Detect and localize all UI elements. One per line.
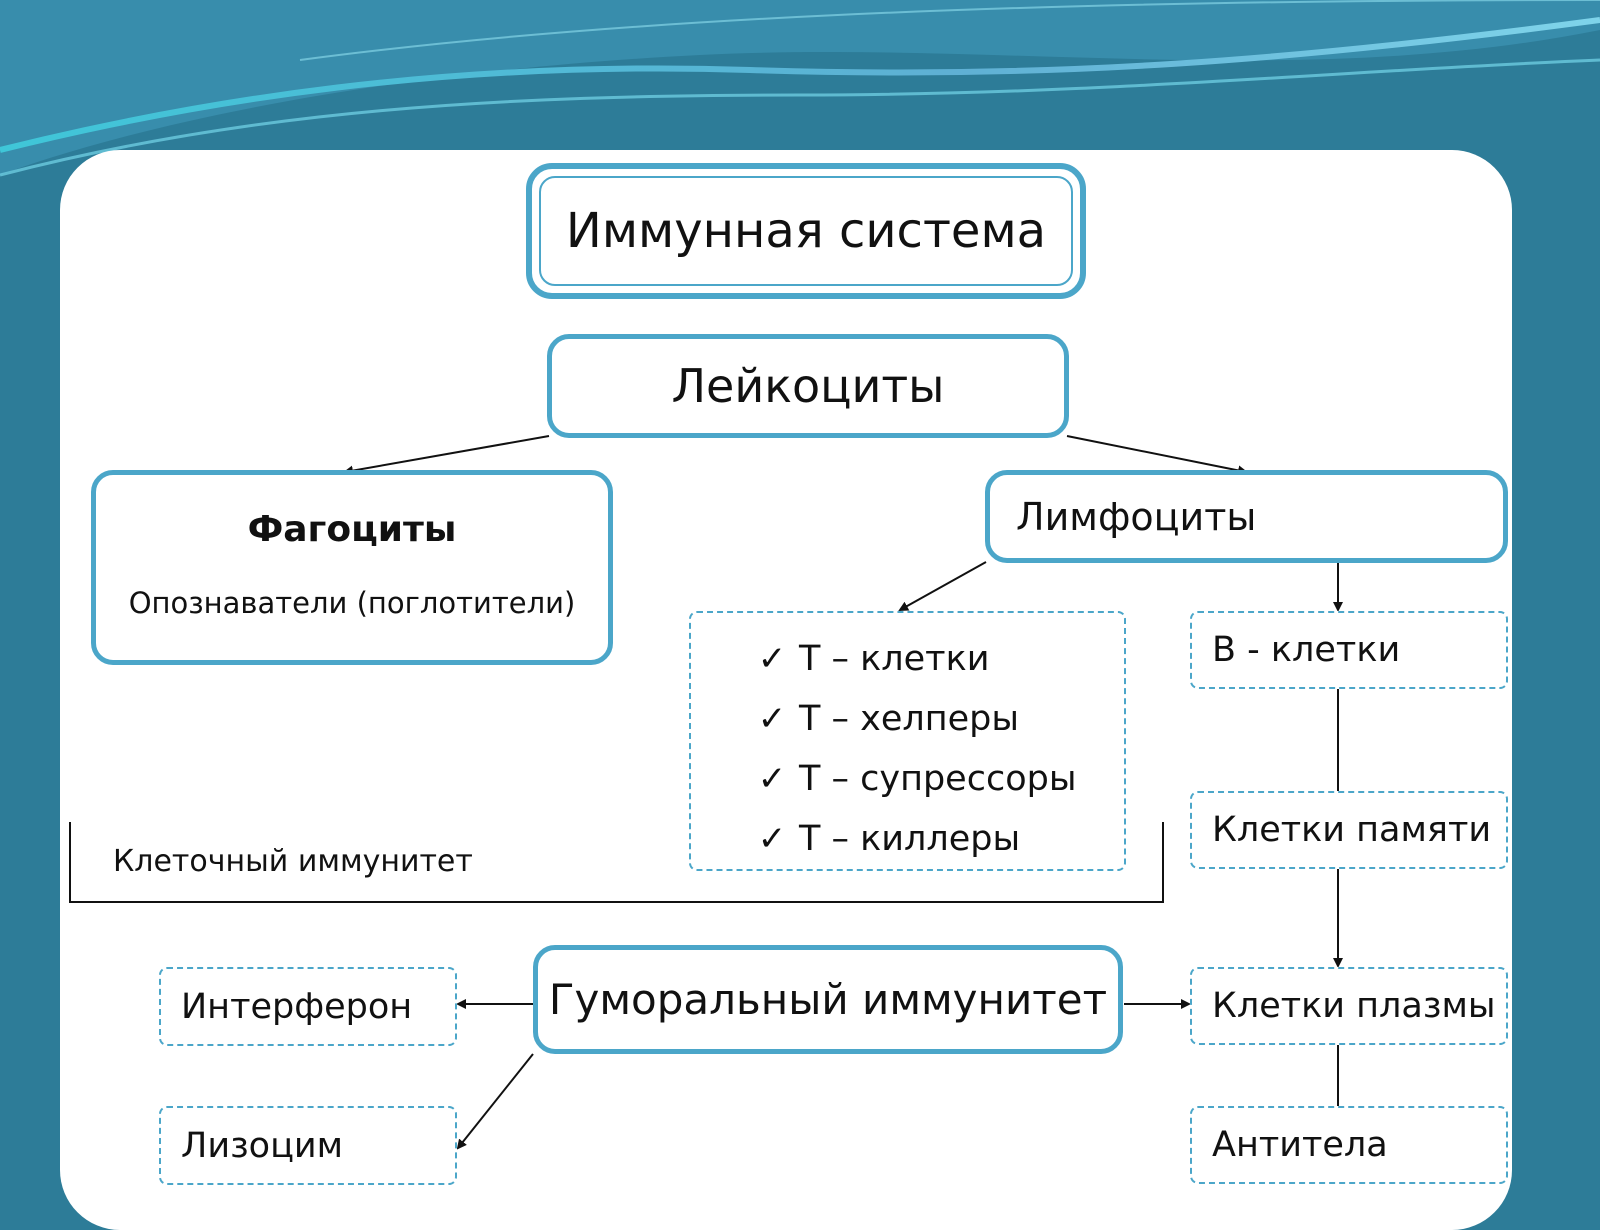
node-t-cells: ✓ Т – клетки ✓ Т – хелперы ✓ Т – супресс… (689, 611, 1126, 871)
node-memory-cells: Клетки памяти (1190, 791, 1508, 869)
t-cell-item-label: Т – хелперы (799, 699, 1020, 739)
t-cell-item-label: Т – клетки (799, 639, 990, 679)
node-immune-system-label: Иммунная система (539, 176, 1073, 286)
node-humoral-immunity: Гуморальный иммунитет (533, 945, 1123, 1054)
node-plasma-cells: Клетки плазмы (1190, 967, 1508, 1045)
t-cell-item-label: Т – супрессоры (799, 759, 1077, 799)
t-cell-item-label: Т – киллеры (799, 819, 1021, 859)
node-immune-system: Иммунная система (526, 163, 1086, 299)
node-lysozyme: Лизоцим (159, 1106, 457, 1185)
check-icon: ✓ (757, 699, 787, 739)
t-cell-item: ✓ Т – клетки (757, 629, 990, 689)
node-phagocytes: Фагоциты Опознаватели (поглотители) (91, 470, 613, 665)
node-lymphocytes: Лимфоциты (985, 470, 1508, 563)
node-phagocytes-title: Фагоциты (247, 509, 457, 550)
check-icon: ✓ (757, 639, 787, 679)
node-leukocytes: Лейкоциты (547, 334, 1069, 438)
node-b-cells: В - клетки (1190, 611, 1508, 689)
node-antibodies: Антитела (1190, 1106, 1508, 1184)
node-phagocytes-subtitle: Опознаватели (поглотители) (128, 586, 576, 620)
t-cell-item: ✓ Т – супрессоры (757, 749, 1077, 809)
check-icon: ✓ (757, 819, 787, 859)
check-icon: ✓ (757, 759, 787, 799)
node-interferon: Интерферон (159, 967, 457, 1046)
label-cellular-immunity: Клеточный иммунитет (113, 844, 473, 879)
t-cell-item: ✓ Т – киллеры (757, 809, 1020, 869)
t-cell-item: ✓ Т – хелперы (757, 689, 1019, 749)
